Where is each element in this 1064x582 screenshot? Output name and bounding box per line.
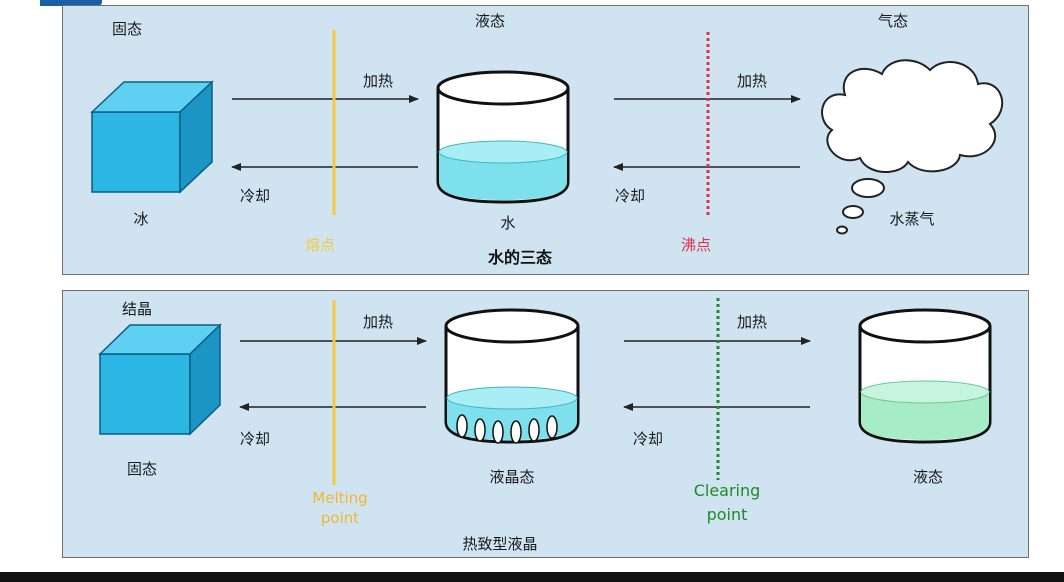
label-gas-state: 气态: [877, 12, 909, 30]
label-heat-top-left: 加热: [362, 72, 394, 90]
label-cool-top-left: 冷却: [239, 187, 271, 205]
label-cool-top-right: 冷却: [614, 187, 646, 205]
label-vapor: 水蒸气: [889, 210, 935, 228]
vapor-cloud: [821, 59, 1004, 235]
lc-beaker: [444, 308, 580, 444]
label-cool-bottom-left: 冷却: [239, 430, 271, 448]
label-lc-state: 液晶态: [489, 468, 535, 486]
crystal-cube: [98, 323, 222, 436]
label-ice: 冰: [133, 210, 149, 228]
water-beaker: [436, 70, 570, 204]
label-heat-bottom-right: 加热: [736, 313, 768, 331]
liquid-beaker: [858, 308, 992, 444]
label-water: 水: [500, 214, 516, 232]
label-melting-point-top: 熔点: [304, 236, 336, 254]
title-thermotropic-lc: 热致型液晶: [462, 535, 538, 553]
label-boiling-point: 沸点: [680, 236, 712, 254]
label-crystal: 结晶: [122, 300, 153, 318]
title-water-states: 水的三态: [487, 248, 553, 267]
label-solid-bottom: 固态: [126, 460, 158, 478]
label-solid-state: 固态: [112, 20, 143, 38]
label-cool-bottom-right: 冷却: [632, 430, 664, 448]
label-clearing-point-1: Clearing: [693, 481, 761, 500]
label-heat-top-right: 加热: [736, 72, 768, 90]
corner-mark: [40, 0, 102, 6]
label-melting-point-bottom-1: Melting: [312, 489, 368, 507]
label-melting-point-bottom-2: point: [320, 509, 360, 527]
label-liquid-state: 液态: [474, 12, 506, 30]
bottom-bar: [0, 572, 1064, 582]
label-heat-bottom-left: 加热: [362, 313, 394, 331]
ice-cube: [90, 80, 214, 194]
label-clearing-point-2: point: [706, 505, 748, 524]
label-liquid-bottom: 液态: [912, 468, 944, 486]
